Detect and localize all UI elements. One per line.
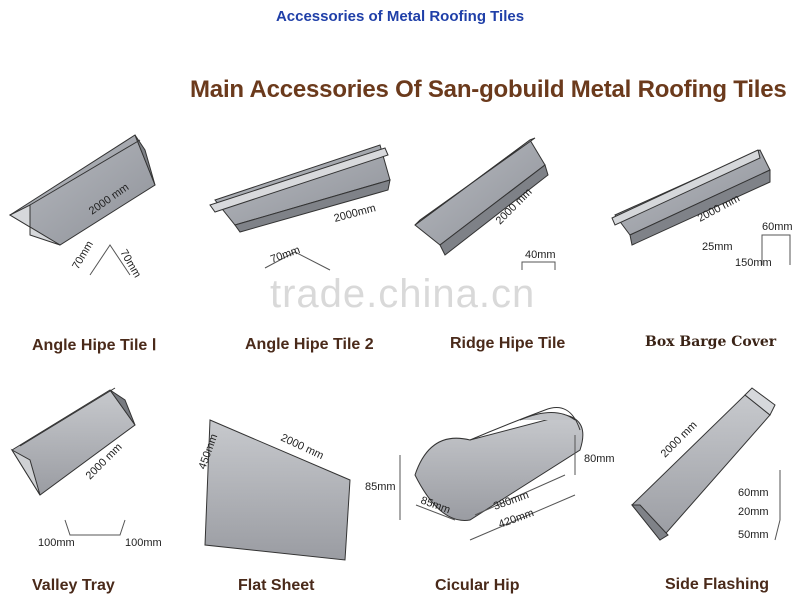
dim-label: 100mm xyxy=(38,537,75,549)
dim-label: 420mm xyxy=(497,507,536,531)
ridge-hipe-tile-drawing: 2000 mm 40mm xyxy=(414,137,556,270)
label-ridge-hipe-tile: Ridge Hipe Tile xyxy=(450,335,566,352)
label-valley-tray: Valley Tray xyxy=(32,577,115,594)
dim-label: 80mm xyxy=(584,453,615,465)
dim-label: 70mm xyxy=(269,244,302,266)
label-side-flashing: Side Flashing xyxy=(665,576,770,593)
dim-label: 60mm xyxy=(738,487,769,499)
dim-label: 70mm xyxy=(70,239,96,271)
dim-label: 150mm xyxy=(735,257,772,269)
dim-label: 70mm xyxy=(117,248,143,280)
label-angle-hipe-tile-2: Angle Hipe Tile 2 xyxy=(245,336,374,353)
cicular-hip-drawing: 85mm 85mm 80mm 380mm 420mm xyxy=(365,407,615,541)
dim-label: 25mm xyxy=(702,241,733,253)
box-barge-cover-drawing: 2000 mm 60mm 25mm 150mm xyxy=(611,149,793,269)
dim-label: 85mm xyxy=(365,481,396,493)
page-title: Accessories of Metal Roofing Tiles xyxy=(275,8,525,25)
dim-label: 20mm xyxy=(738,506,769,518)
dim-label: 100mm xyxy=(125,537,162,549)
side-flashing-drawing: 2000 mm 60mm 20mm 50mm xyxy=(630,387,781,541)
watermark: trade.china.cn xyxy=(270,272,536,316)
angle-hipe-tile-2-drawing: 2000mm 70mm xyxy=(209,144,391,271)
label-box-barge-cover: Box Barge Cover xyxy=(645,334,777,350)
label-angle-hipe-tile-1: Angle Hipe Tile Ⅰ xyxy=(32,337,157,354)
flat-sheet-drawing: 2000 mm 450mm xyxy=(197,419,351,561)
dim-label: 60mm xyxy=(762,221,793,233)
dim-label: 2000mm xyxy=(333,202,377,225)
label-cicular-hip: Cicular Hip xyxy=(435,577,520,594)
angle-hipe-tile-1-drawing: 2000 mm 70mm 70mm xyxy=(8,134,156,280)
dim-label: 50mm xyxy=(738,529,769,541)
label-flat-sheet: Flat Sheet xyxy=(238,577,315,594)
main-heading: Main Accessories Of San-gobuild Metal Ro… xyxy=(190,76,787,103)
dim-label: 40mm xyxy=(525,249,556,261)
valley-tray-drawing: 2000 mm 100mm 100mm xyxy=(10,387,162,549)
